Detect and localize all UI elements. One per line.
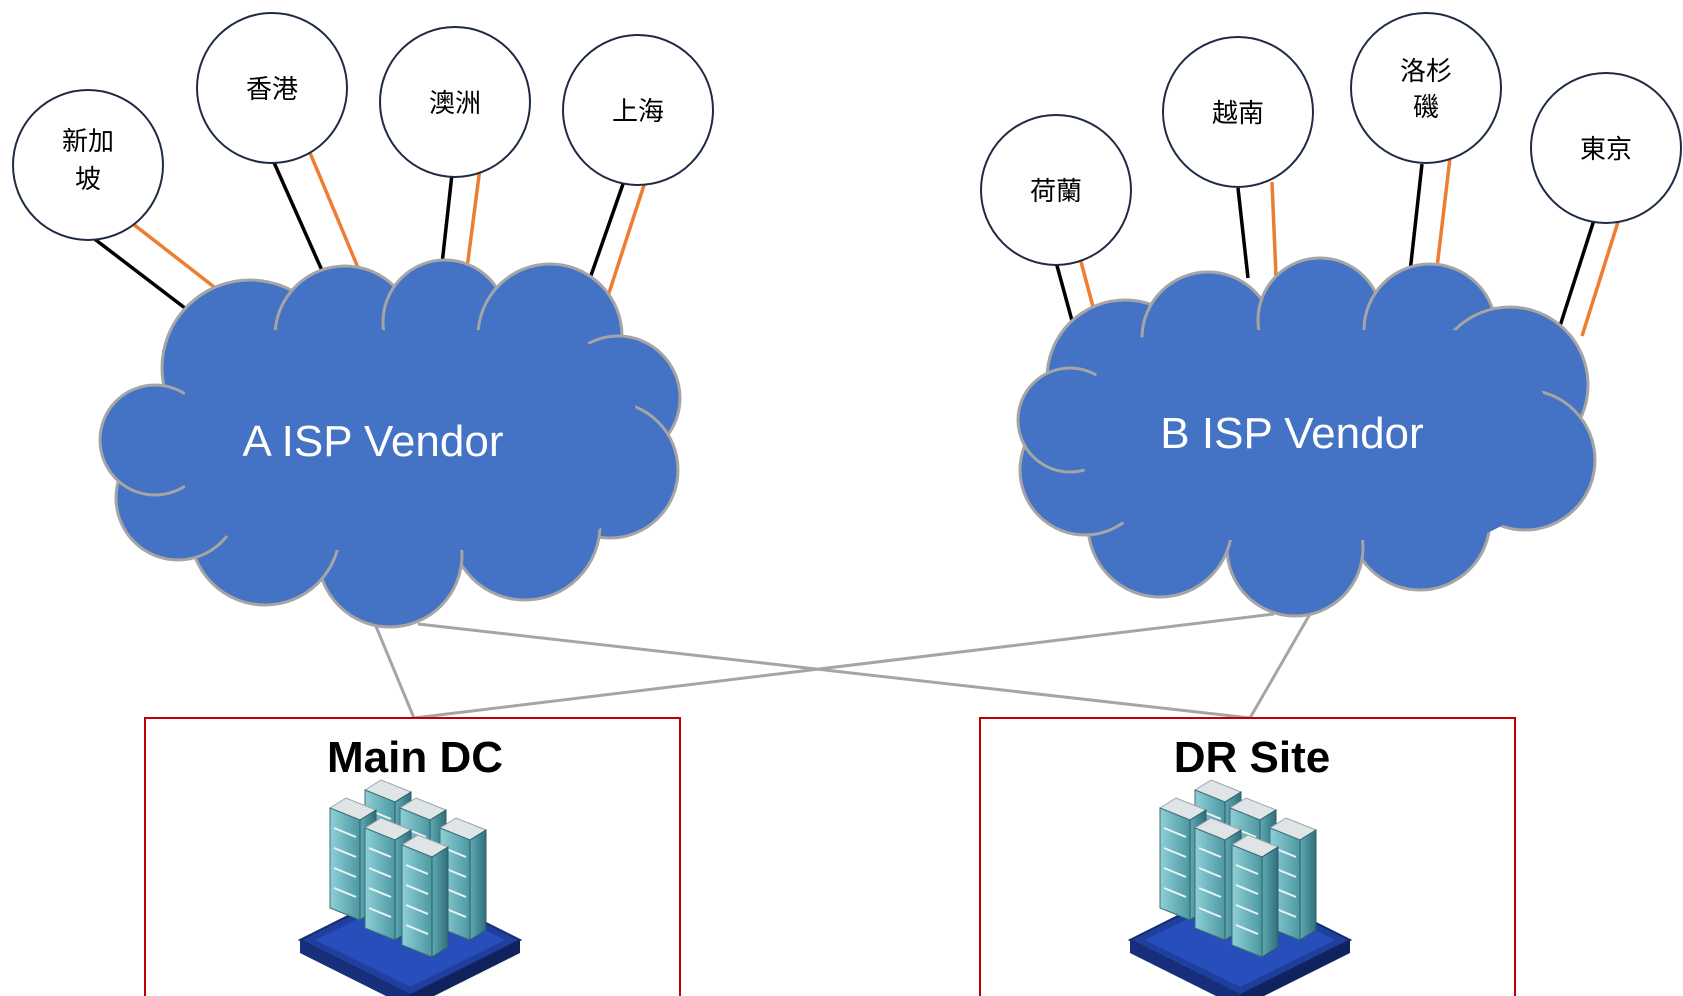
site-node: 澳洲	[379, 26, 531, 178]
site-links-a	[86, 147, 647, 320]
vendor-label-b: B ISP Vendor	[1160, 409, 1423, 458]
site-label: 新加	[62, 127, 114, 157]
site-node: 荷蘭	[980, 114, 1132, 266]
uplink-b-to-dr-site	[1248, 613, 1312, 719]
site-label: 洛杉	[1400, 57, 1452, 87]
site-node: 越南	[1162, 36, 1314, 188]
datacenter-title: Main DC	[327, 733, 503, 782]
link-primary	[586, 183, 625, 285]
site-node: 新加 坡	[12, 89, 164, 241]
link-secondary	[1580, 221, 1620, 337]
link-secondary	[1434, 157, 1452, 277]
datacenter-main: Main DC	[144, 717, 681, 996]
vendor-to-dc-uplinks	[373, 612, 1312, 720]
site-node: 洛杉 磯	[1350, 12, 1502, 164]
link-secondary	[464, 167, 482, 277]
datacenter-title: DR Site	[1174, 733, 1330, 782]
uplink-a-to-main-dc	[373, 623, 416, 719]
link-secondary	[1270, 181, 1278, 277]
link-secondary	[606, 181, 647, 297]
vendor-label-a: A ISP Vendor	[243, 417, 504, 466]
site-label: 東京	[1580, 135, 1632, 165]
link-primary	[270, 157, 330, 285]
link-secondary	[306, 147, 366, 283]
link-primary	[1236, 187, 1250, 279]
datacenter-dr: DR Site	[979, 717, 1516, 996]
site-label: 香港	[246, 75, 298, 105]
uplink-b-to-main-dc	[413, 612, 1275, 720]
site-node: 香港	[196, 12, 348, 164]
site-label: 荷蘭	[1030, 177, 1082, 207]
site-label: 上海	[612, 97, 664, 127]
link-primary	[1408, 163, 1424, 273]
link-primary	[1558, 219, 1596, 327]
isp-cloud-a: A ISP Vendor	[98, 258, 682, 629]
site-label: 坡	[75, 165, 101, 195]
site-node: 上海	[562, 34, 714, 186]
site-label: 越南	[1212, 99, 1264, 129]
site-label: 澳洲	[429, 89, 481, 119]
isp-cloud-b: B ISP Vendor	[1016, 256, 1597, 618]
uplink-a-to-dr-site	[417, 622, 1251, 720]
link-primary	[86, 232, 200, 320]
site-node: 東京	[1530, 72, 1682, 224]
site-label: 磯	[1413, 93, 1439, 123]
